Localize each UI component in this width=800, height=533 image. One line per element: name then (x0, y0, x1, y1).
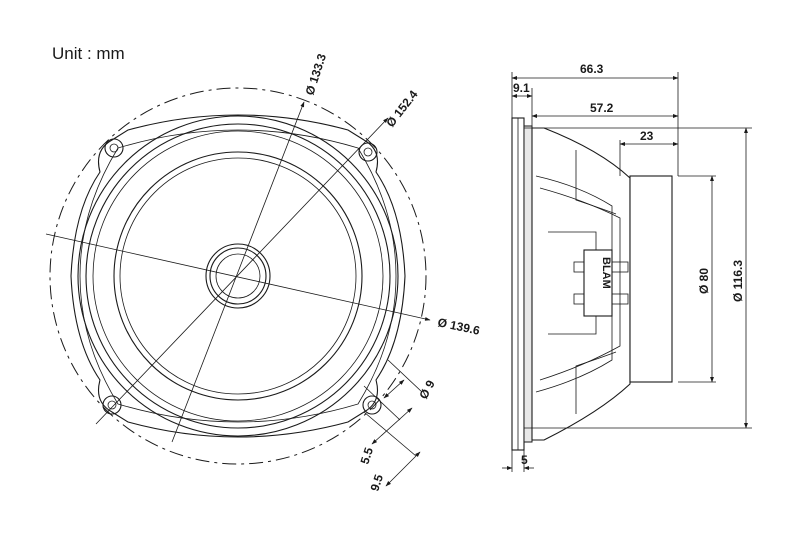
surround-mid (92, 130, 384, 422)
gasket-ring (77, 115, 399, 437)
hole-dim-ext-a (387, 359, 423, 393)
dust-cap-inner (215, 253, 261, 299)
dim-label-1163: Ø 116.3 (731, 260, 745, 302)
dim-label-95: 9.5 (368, 472, 387, 493)
unit-label: Unit : mm (52, 44, 125, 63)
mounting-hole-tl (104, 138, 124, 158)
cone-inner (119, 157, 357, 395)
front-view: Ø 133.3 Ø 152.4 Ø 139.6 Ø 9 5.5 9.5 (45, 52, 481, 493)
dim-label-133: Ø 133.3 (303, 52, 330, 97)
terminal-block (583, 249, 613, 317)
hole-dim-ext-b (363, 385, 401, 421)
hole-dim-55 (371, 407, 413, 445)
terminal-tab-left-top (573, 261, 585, 273)
dust-cap-outer (205, 243, 271, 309)
frame-outline (70, 114, 406, 438)
hole-dim-9 (383, 379, 405, 399)
dim-line-152 (95, 117, 389, 425)
dim-label-9: Ø 9 (416, 377, 438, 401)
side-view: BLAM 66.3 9.1 57.2 23 Ø 80 Ø 116.3 5 (502, 62, 752, 472)
basket-rib-3 (575, 150, 617, 215)
mounting-hole-bl (102, 395, 122, 415)
dim-label-5: 5 (521, 453, 528, 467)
dim-label-572: 57.2 (590, 101, 614, 115)
dim-label-139: Ø 139.6 (436, 315, 481, 338)
mounting-hole-tr (358, 142, 378, 162)
cone-edge (113, 151, 363, 401)
terminal-tab-left-bottom (573, 293, 585, 305)
dim-line-139 (45, 233, 431, 321)
basket-rib-2 (539, 187, 621, 381)
surround-outer (85, 123, 391, 429)
side-basket (531, 127, 631, 441)
magnet (629, 175, 673, 383)
mounting-circle (49, 87, 427, 465)
terminal-tab-bottom (611, 293, 629, 305)
dim-label-91: 9.1 (513, 81, 530, 95)
hole-dim-95 (385, 451, 421, 487)
terminal-logo: BLAM (600, 257, 612, 289)
dust-cap-mid (209, 247, 267, 305)
basket-rib-4 (575, 351, 617, 414)
dim-label-80: Ø 80 (697, 268, 711, 294)
dim-line-133 (171, 101, 305, 443)
dim-label-152: Ø 152.4 (383, 87, 421, 130)
dim-label-663: 66.3 (580, 62, 604, 76)
dim-label-23: 23 (640, 129, 654, 143)
dim-label-55: 5.5 (358, 445, 377, 466)
side-gasket (523, 125, 533, 443)
terminal-tab-top (611, 261, 629, 273)
frame-inner-outline (79, 129, 397, 423)
